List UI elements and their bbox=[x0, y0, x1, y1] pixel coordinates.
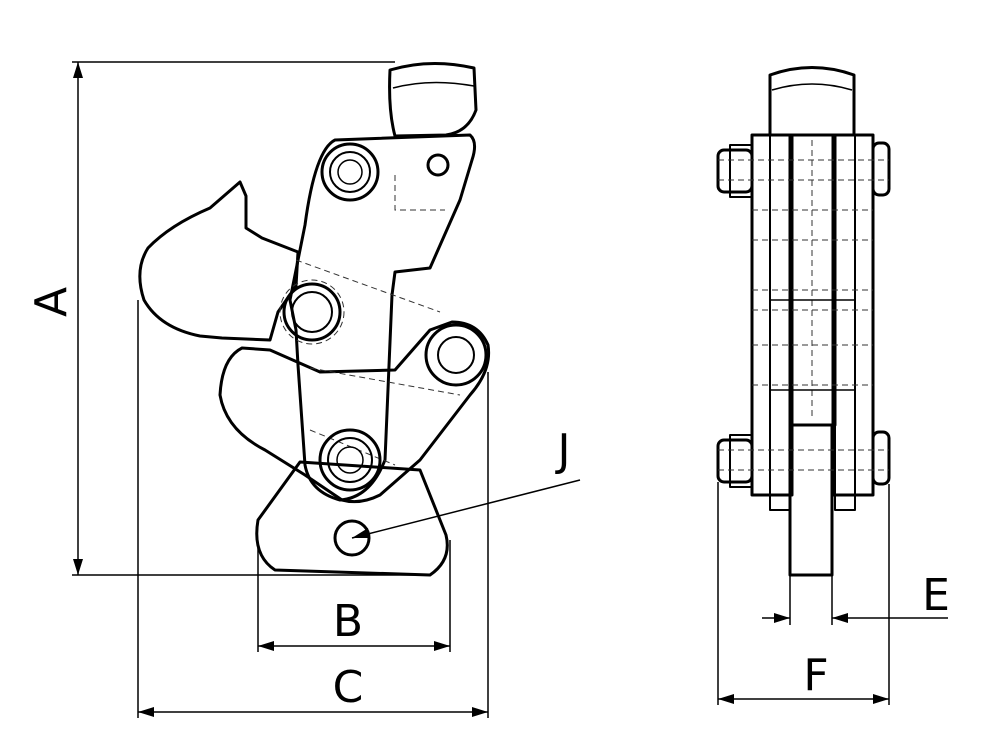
dimension-C bbox=[137, 300, 489, 718]
dim-label-F: F bbox=[803, 650, 828, 701]
dimension-A bbox=[72, 61, 430, 576]
upper-hook bbox=[138, 180, 300, 342]
dim-label-A: A bbox=[26, 287, 77, 317]
dim-label-C: C bbox=[333, 662, 364, 713]
lower-jaw bbox=[255, 460, 449, 577]
pivot-pin-top bbox=[320, 142, 380, 202]
side-plate-right bbox=[831, 133, 875, 497]
pivot-pin-right bbox=[424, 323, 488, 387]
side-bolt-top bbox=[716, 141, 891, 198]
side-bolt-bottom bbox=[716, 430, 891, 488]
side-view: E F bbox=[716, 66, 950, 705]
dim-label-B: B bbox=[333, 596, 363, 647]
dimension-B bbox=[257, 540, 451, 652]
dim-label-E: E bbox=[922, 570, 950, 621]
side-plate-left bbox=[750, 133, 794, 497]
front-view: A B C J bbox=[26, 61, 581, 718]
dim-label-J: J bbox=[555, 425, 571, 476]
small-hole bbox=[426, 153, 450, 177]
pivot-pin-mid bbox=[279, 279, 345, 345]
main-arm bbox=[288, 133, 477, 502]
leader-J bbox=[351, 479, 581, 539]
side-tongue bbox=[788, 423, 834, 577]
dimension-E bbox=[762, 575, 948, 625]
handle-cap bbox=[388, 62, 478, 138]
dimension-F bbox=[717, 482, 890, 705]
side-handle-cap bbox=[768, 66, 856, 137]
middle-lever bbox=[218, 320, 491, 504]
pivot-pin-bottom bbox=[318, 428, 382, 492]
